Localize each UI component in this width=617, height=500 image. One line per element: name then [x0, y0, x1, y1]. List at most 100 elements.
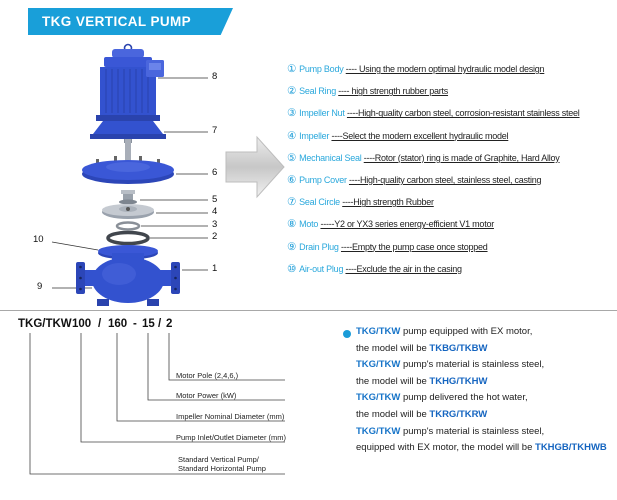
part-number: ③	[287, 107, 297, 120]
note-text: pump delivered the hot water,	[400, 392, 528, 404]
label-motor-power: Motor Power (kW)	[176, 391, 237, 400]
note-line: the model will be TKRG/TKRW	[356, 407, 607, 424]
part-name: Impeller	[299, 130, 330, 141]
note-model: TKHG/TKHW	[429, 375, 488, 387]
part-description: ----High-quality carbon steel, stainless…	[348, 174, 542, 185]
part-name: Drain Plug	[299, 241, 339, 252]
note-text: pump's material is stainless steel,	[400, 425, 545, 437]
model-code: TKG/TKW 100 / 160 - 15 / 2	[18, 318, 188, 332]
part-number: ⑥	[287, 173, 297, 186]
note-line: the model will be TKBG/TKBW	[356, 341, 607, 358]
bullet-icon	[343, 330, 351, 338]
part-description: ---- high strength rubber parts	[338, 86, 449, 97]
part-number: ①	[287, 63, 297, 75]
note-text: pump equipped with EX motor,	[400, 326, 533, 337]
callout-7: 7	[212, 125, 218, 136]
code-slash-1: /	[98, 318, 102, 330]
part-description: ----Exclude the air in the casing	[345, 263, 462, 274]
mechanical-seal	[119, 190, 137, 205]
pump-cover	[82, 160, 174, 184]
part-name: Seal Circle	[299, 197, 340, 208]
callout-9: 9	[37, 281, 43, 292]
callout-5: 5	[212, 194, 218, 205]
part-name: Impeller Nut	[299, 108, 345, 119]
pump-body	[76, 245, 180, 306]
note-highlight: TKG/TKW	[356, 359, 401, 371]
callout-3: 3	[212, 219, 218, 230]
impeller	[102, 204, 154, 219]
callout-10: 10	[33, 234, 44, 245]
part-number: ④	[287, 129, 297, 142]
note-model: TKHGB/TKHWB	[535, 442, 607, 454]
note-line: TKG/TKW pump delivered the hot water,	[356, 390, 607, 407]
code-slash-2: /	[158, 318, 162, 330]
part-name: Air-out Plug	[299, 263, 344, 274]
code-motor-pole: 2	[166, 318, 173, 330]
callout-1: 1	[212, 263, 218, 274]
note-highlight: TKG/TKW	[356, 392, 401, 404]
part-number: ⑨	[287, 240, 297, 253]
code-inlet-diameter: 100	[72, 318, 92, 330]
callout-4: 4	[212, 206, 218, 217]
code-motor-power: 15	[142, 318, 155, 330]
part-number: ⑦	[287, 196, 297, 209]
part-description: ----High-quality carbon steel, corrosion…	[346, 108, 580, 119]
part-number: ⑤	[287, 151, 297, 164]
label-standard-line2: Standard Horizontal Pump	[178, 464, 266, 473]
title-banner: TKG VERTICAL PUMP	[28, 8, 233, 35]
part-name: Pump Cover	[299, 174, 347, 185]
callout-6: 6	[212, 167, 218, 178]
note-model: TKBG/TKBW	[429, 342, 488, 354]
label-standard-line1: Standard Vertical Pump/	[178, 455, 259, 464]
note-highlight: TKG/TKW	[356, 425, 401, 437]
note-text: the model will be	[356, 375, 430, 387]
label-impeller-diameter: Impeller Nominal Diameter (mm)	[176, 412, 285, 421]
note-highlight: TKG/TKW	[356, 326, 401, 337]
note-line: TKG/TKW pump equipped with EX motor,	[356, 324, 607, 341]
arrow-icon	[225, 135, 285, 199]
code-impeller-diameter: 160	[108, 318, 128, 330]
shaft	[124, 139, 132, 163]
motor	[90, 43, 166, 139]
code-dash: -	[133, 318, 137, 330]
note-line: equipped with EX motor, the model will b…	[356, 440, 607, 457]
pump-exploded-diagram	[51, 43, 285, 306]
part-description: ----High strength Rubber	[342, 197, 434, 208]
label-inlet-outlet: Pump Inlet/Outlet Diameter (mm)	[176, 433, 287, 442]
note-text: the model will be	[356, 342, 430, 354]
part-description: ----Empty the pump case once stopped	[340, 241, 488, 252]
part-description: ----Select the modern excellent hydrauli…	[331, 130, 509, 141]
note-text: equipped with EX motor, the model will b…	[356, 442, 536, 454]
callout-2: 2	[212, 231, 218, 242]
part-name: Pump Body	[299, 64, 344, 74]
note-text: the model will be	[356, 408, 430, 420]
note-line: TKG/TKW pump's material is stainless ste…	[356, 357, 607, 374]
section-divider	[0, 310, 617, 311]
part-number: ②	[287, 85, 297, 98]
note-line: the model will be TKHG/TKHW	[356, 374, 607, 391]
note-line: TKG/TKW pump's material is stainless ste…	[356, 424, 607, 441]
part-name: Moto	[299, 219, 319, 230]
seal-ring	[106, 230, 150, 246]
part-number: ⑩	[287, 262, 297, 275]
impeller-nut	[115, 221, 141, 231]
callout-8: 8	[212, 71, 218, 82]
label-motor-pole: Motor Pole (2,4,6,)	[176, 371, 239, 380]
note-model: TKRG/TKRW	[429, 408, 488, 420]
part-description: ---- Using the modern optimal hydraulic …	[345, 64, 545, 74]
part-description: -----Y2 or YX3 series energy-efficient V…	[320, 219, 494, 230]
model-code-lines	[29, 333, 285, 475]
notes-section: TKG/TKW pump equipped with EX motor, the…	[356, 324, 607, 457]
part-number: ⑧	[287, 218, 297, 231]
